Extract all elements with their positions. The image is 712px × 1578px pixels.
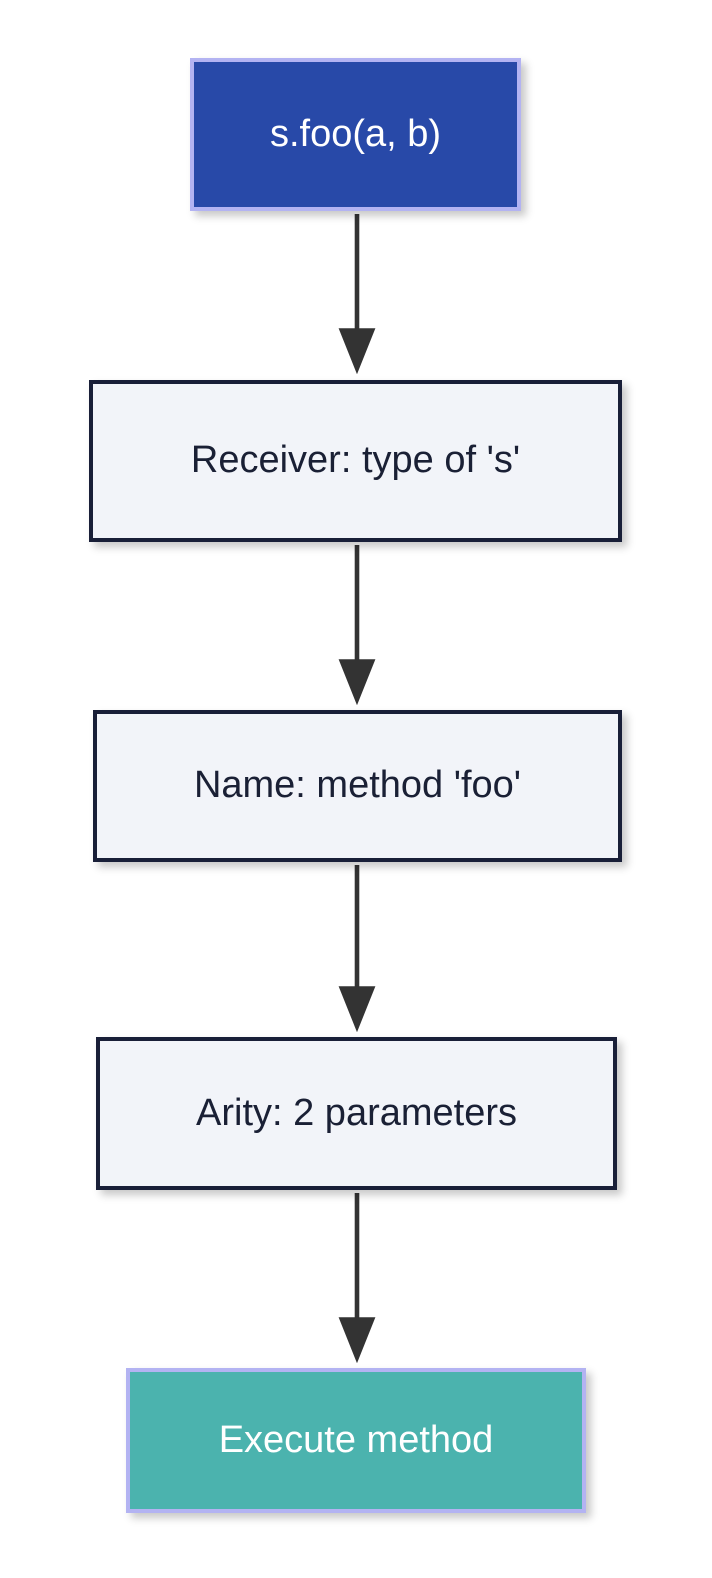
node-receiver-label: Receiver: type of 's' bbox=[190, 439, 521, 482]
node-execute-label: Execute method bbox=[218, 1418, 494, 1461]
node-name[interactable]: Name: method 'foo' bbox=[93, 710, 622, 862]
node-arity[interactable]: Arity: 2 parameters bbox=[96, 1037, 617, 1190]
node-call[interactable]: s.foo(a, b) bbox=[190, 58, 521, 211]
node-name-label: Name: method 'foo' bbox=[193, 764, 522, 807]
node-execute[interactable]: Execute method bbox=[126, 1368, 586, 1513]
node-call-label: s.foo(a, b) bbox=[269, 112, 442, 155]
node-receiver[interactable]: Receiver: type of 's' bbox=[89, 380, 622, 542]
node-arity-label: Arity: 2 parameters bbox=[196, 1091, 517, 1134]
